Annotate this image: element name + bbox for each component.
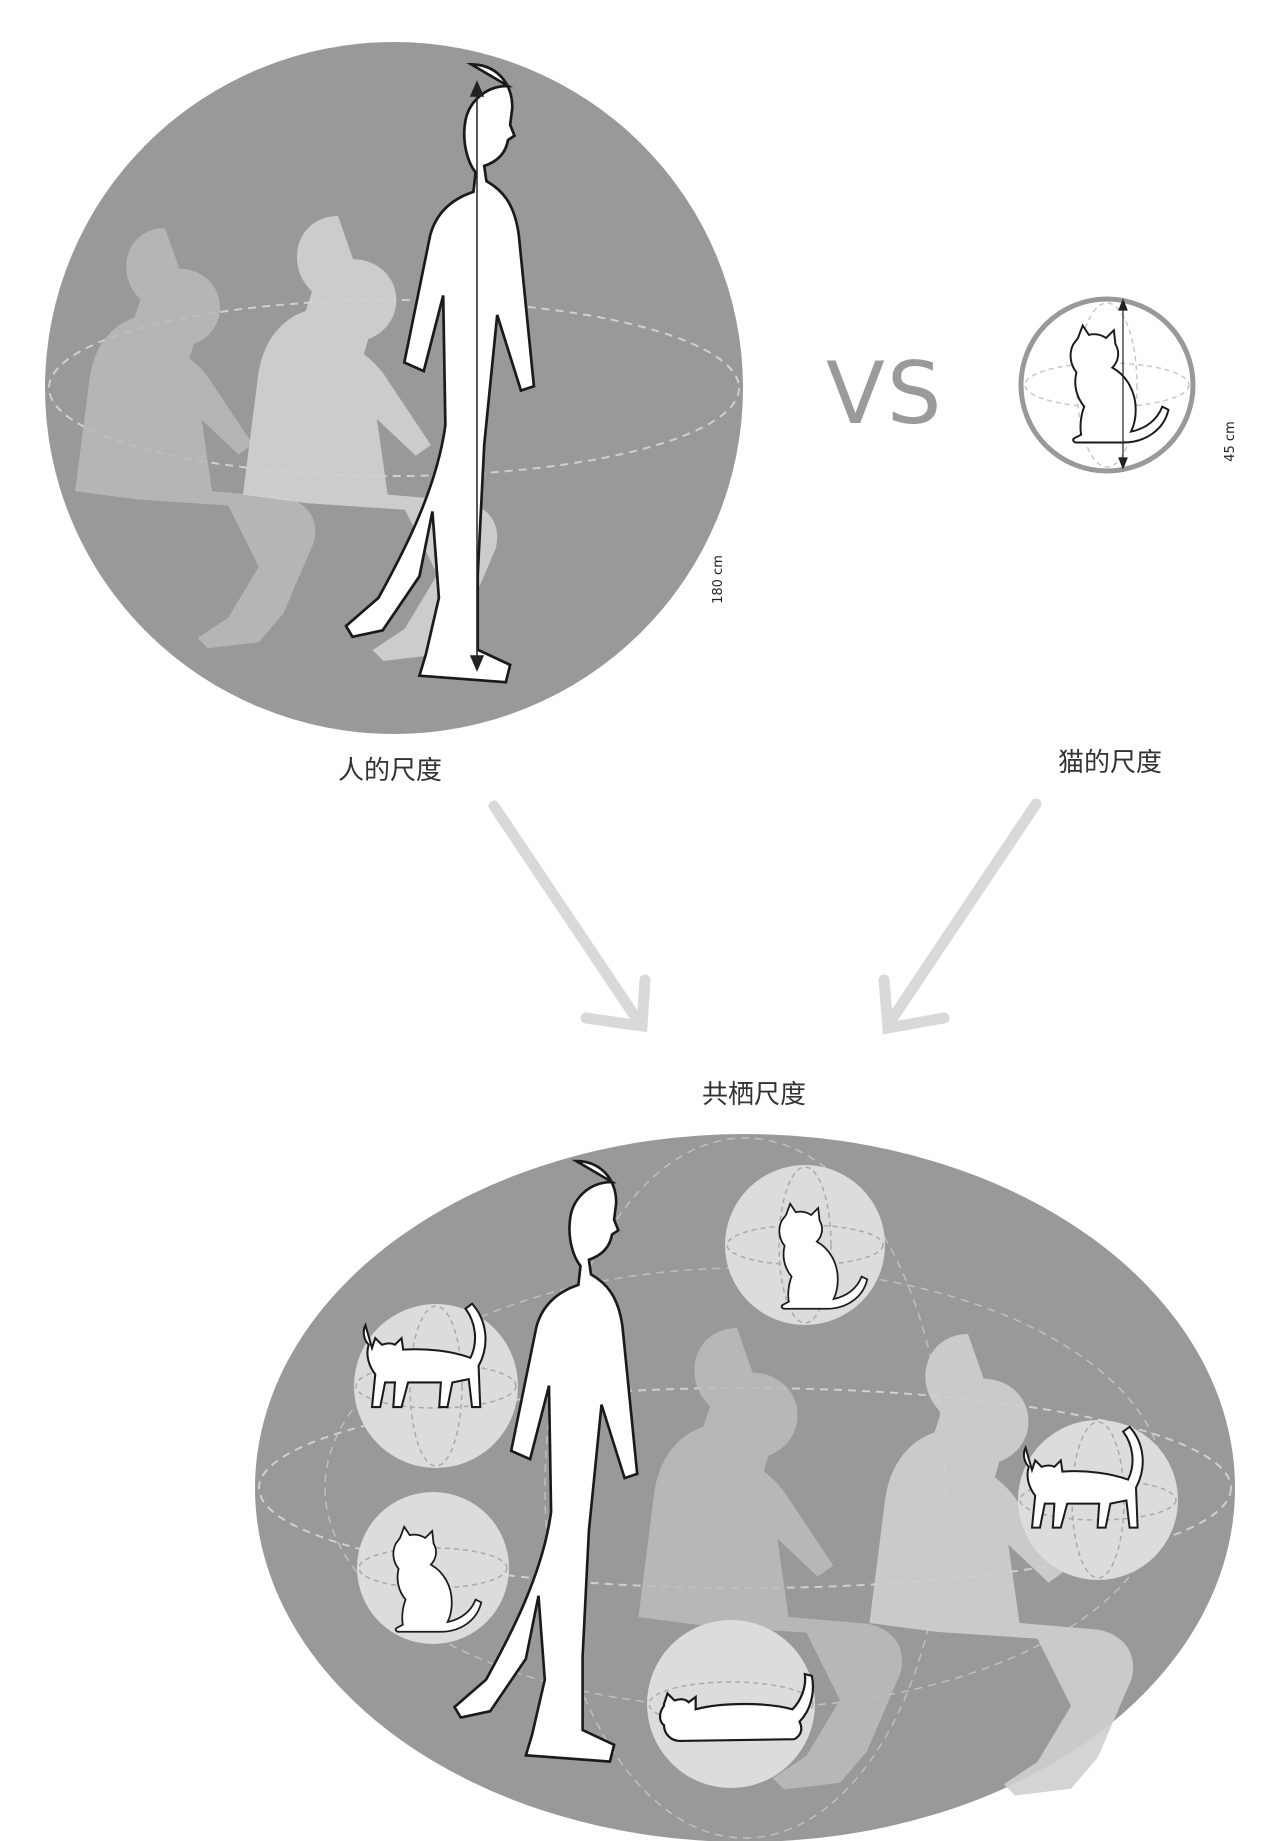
human-scale-label: 人的尺度	[338, 756, 443, 786]
human-height-label: 180 cm	[710, 555, 726, 604]
cat-scale-label: 猫的尺度	[1058, 748, 1163, 778]
shared-scale-label: 共栖尺度	[702, 1080, 807, 1110]
cat-bubble-bottom	[647, 1620, 815, 1788]
vs-label: VS	[826, 344, 944, 444]
arrow-cat-to-shared	[878, 798, 1042, 1035]
cat-bubble-left-upper	[354, 1302, 518, 1468]
cat-bubble-left-lower	[357, 1492, 509, 1644]
cat-height-label: 45 cm	[1222, 421, 1238, 462]
cat-bubble-top	[725, 1165, 885, 1325]
human-height-marker	[469, 80, 485, 672]
cat-height-marker	[1118, 298, 1128, 470]
arrow-human-to-shared	[488, 800, 651, 1033]
cat-bubble-right	[1018, 1420, 1178, 1580]
